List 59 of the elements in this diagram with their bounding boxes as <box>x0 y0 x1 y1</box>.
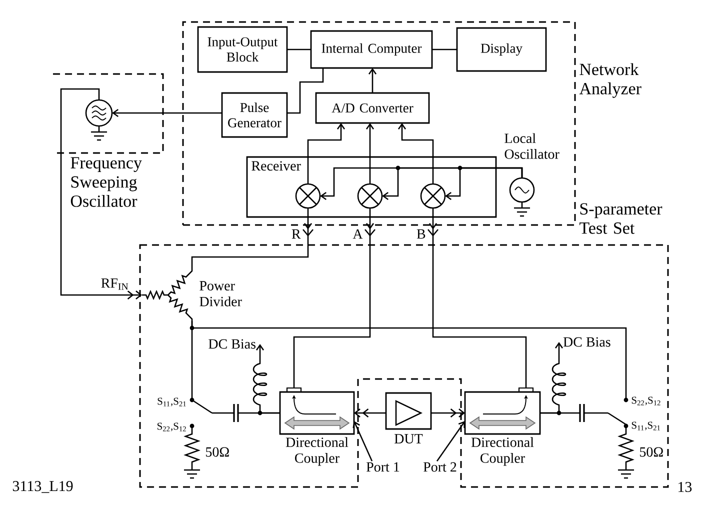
node-label: S-parameter Test Set <box>580 203 662 234</box>
block-box: Internal Computer <box>310 30 433 69</box>
arrow <box>445 167 523 200</box>
wire <box>287 48 311 50</box>
arrow <box>307 123 346 184</box>
mixer-symbol <box>295 183 321 209</box>
bias-label: DC Bias <box>563 337 610 347</box>
edge-label: RF$_{IN}$ <box>100 277 130 291</box>
arrow <box>112 108 222 118</box>
edge-label: R <box>290 228 302 240</box>
connector-line <box>293 208 376 388</box>
arrow <box>398 123 434 184</box>
component-label: S$_{22}$,S$_{12}$ <box>632 396 660 406</box>
receiver-box: Receiver <box>246 156 497 218</box>
connector-line <box>191 208 314 269</box>
connector-line <box>431 408 465 418</box>
arrow <box>368 68 377 93</box>
wire <box>191 321 627 398</box>
component-label: S$_{22}$,S$_{12}$ <box>158 422 186 432</box>
page-label: 13 <box>678 482 692 492</box>
connector-line <box>60 88 142 300</box>
page-label: 3113_L19 <box>12 481 73 493</box>
arrow <box>366 123 374 184</box>
component-label: S$_{11}$,S$_{21}$ <box>632 422 660 430</box>
wire <box>287 68 324 114</box>
component-label: S$_{11}$,S$_{21}$ <box>158 398 186 406</box>
wire <box>625 428 627 432</box>
port-label: Port 1 <box>366 462 400 472</box>
component-label: Local Oscillator <box>504 133 560 159</box>
resistor-symbol <box>617 432 635 479</box>
oscillator-symbol <box>85 99 113 141</box>
resistor-symbol <box>183 432 201 479</box>
oscillator-symbol <box>509 177 535 217</box>
bias-label: DC Bias <box>208 339 256 349</box>
block-box: Input-Output Block <box>197 26 288 73</box>
edge-label: B <box>415 228 427 240</box>
component-label: Power Divider <box>200 281 242 306</box>
mixer-symbol <box>357 183 383 209</box>
inductor-arrow <box>252 344 280 414</box>
component-label: 50Ω <box>640 447 663 457</box>
port-label: Port 2 <box>424 462 456 472</box>
edge-label: A <box>352 228 364 240</box>
wire <box>432 48 457 50</box>
block-box: Pulse Generator <box>221 92 288 138</box>
node-label: Network Analyzer <box>579 63 642 98</box>
inductor-arrow <box>540 342 566 414</box>
leader-line <box>436 421 465 462</box>
connector-line <box>428 208 527 388</box>
component-label: 50Ω <box>206 447 229 457</box>
block-box: A/D Converter <box>315 92 430 124</box>
switch-symbol <box>190 398 212 428</box>
dut-box: DUT <box>385 392 432 444</box>
mixer-symbol <box>420 183 446 209</box>
connector-line <box>354 408 386 418</box>
wire <box>191 428 193 432</box>
switch-symbol <box>608 398 628 428</box>
resistor-network <box>141 268 193 322</box>
leader-line <box>352 421 373 462</box>
block-box: Display <box>456 27 547 72</box>
